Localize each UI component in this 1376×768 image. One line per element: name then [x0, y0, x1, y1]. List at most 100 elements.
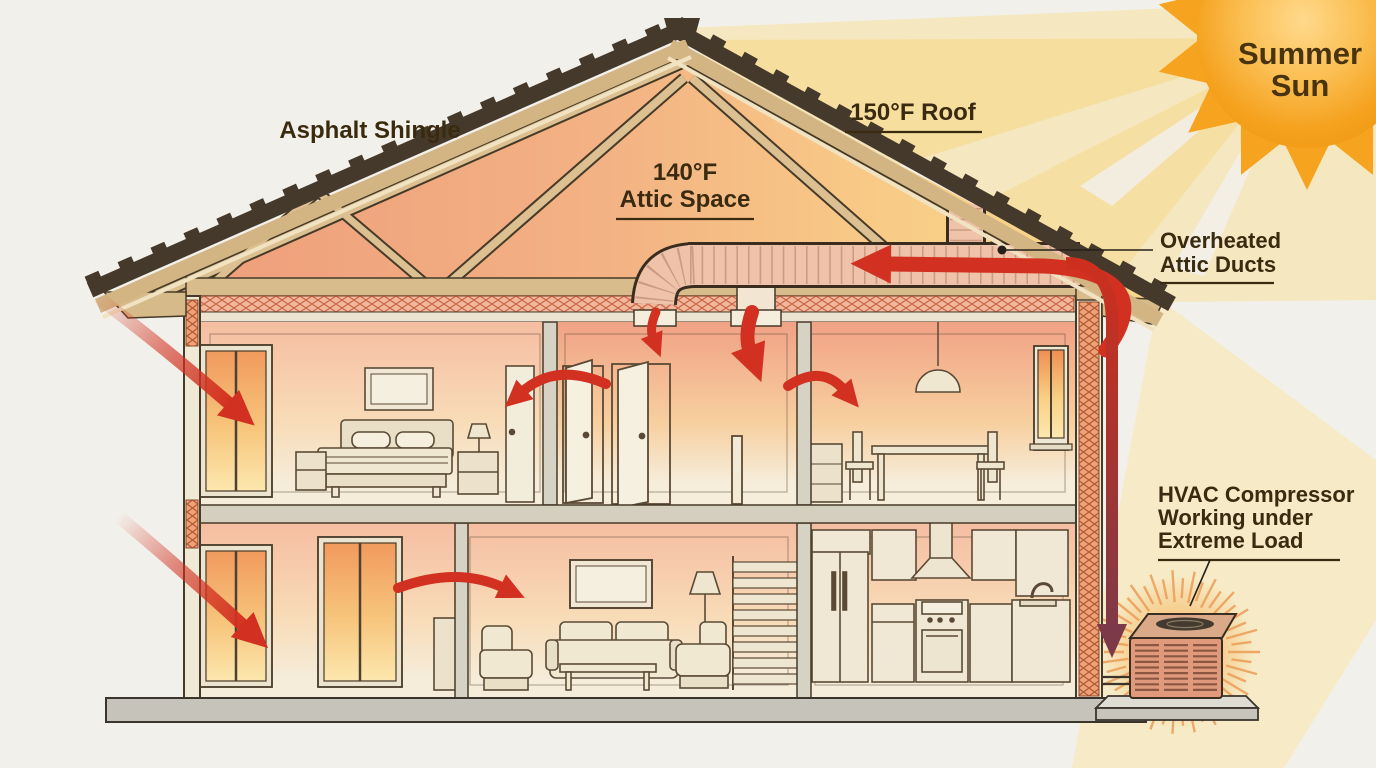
hvac-label-line3: Extreme Load: [1158, 528, 1304, 553]
stair-tread: [732, 593, 801, 605]
fridge-handle: [842, 571, 848, 611]
hvac-label-line2: Working under: [1158, 505, 1313, 530]
attic-temp-label-line1: 140°F: [653, 159, 717, 186]
summer-sun-label-line1: Summer: [1238, 36, 1362, 71]
hvac-compressor: [1093, 613, 1261, 721]
table-leg: [565, 671, 572, 691]
stove-knob: [937, 617, 943, 623]
hvac-ray: [1106, 665, 1127, 674]
faucet: [1030, 582, 1054, 599]
armchair-base: [483, 677, 529, 691]
pad-front: [1095, 707, 1259, 721]
hvac-ray: [1102, 670, 1133, 686]
heat-arrow-to-dining: [783, 370, 859, 408]
living-furniture: [433, 559, 731, 691]
foundation-slab: [105, 697, 1147, 723]
hvac-ray: [1225, 664, 1258, 676]
hvac-leader-line: [1189, 559, 1211, 607]
pendant-lamp: [915, 369, 961, 393]
shingle-layer-right: [672, 22, 1176, 312]
wall-hallway-dining: [796, 321, 812, 506]
table-leg: [877, 453, 885, 501]
ceiling-drywall: [185, 311, 1079, 323]
blanket-lines: [322, 456, 448, 464]
fan-grille: [1156, 617, 1214, 631]
attic-temp-label-line2: Attic Space: [620, 186, 751, 213]
hvac-ray: [1227, 672, 1247, 683]
stair-tread: [732, 641, 801, 653]
wall-living-sunroom: [454, 522, 469, 699]
chair-seat: [845, 461, 874, 470]
kitchen-furniture: [811, 519, 1071, 683]
hvac-ray: [1129, 584, 1151, 612]
door-knob: [582, 431, 590, 439]
heat-arrow-vent-large: [730, 305, 766, 383]
heat-arrow-window-upper: [89, 289, 255, 426]
stair-tread: [732, 609, 801, 621]
hallway-backwall: [564, 333, 788, 493]
dining-window: [1029, 345, 1073, 451]
open-door: [617, 360, 649, 510]
armchair-base: [679, 675, 729, 689]
left-wall-insulation: [185, 299, 199, 347]
chair-seat: [976, 461, 1005, 470]
upper-cabinet: [971, 529, 1017, 581]
hvac-ray: [1231, 658, 1252, 664]
fan-grille-inner: [1166, 619, 1204, 629]
pillow: [351, 431, 391, 449]
summer-sun: Summer Sun: [1158, 0, 1376, 190]
hvac-ray: [1231, 640, 1252, 646]
hvac-ray: [1171, 570, 1176, 603]
attic-space: [150, 52, 1164, 304]
roof-temp-label: 150°F Roof: [850, 99, 977, 126]
stair-tread: [732, 577, 801, 589]
hvac-ray: [1194, 581, 1204, 602]
fridge-handle: [831, 571, 837, 611]
nightstand: [295, 451, 327, 491]
chair-back: [987, 431, 998, 483]
refrigerant-line: [1065, 257, 1127, 658]
sink-basin: [1019, 599, 1057, 607]
wall-bedroom-hallway: [542, 321, 558, 506]
sun-disc: [1197, 0, 1376, 148]
heat-arrow-vent-small: [640, 307, 663, 358]
heat-arrow-to-bedroom: [504, 369, 611, 408]
hvac-ray: [1149, 574, 1163, 606]
table-lamp: [466, 423, 492, 439]
hvac-ray: [1180, 578, 1185, 599]
bedroom-furniture: [295, 365, 535, 503]
house-cross-section: [84, 16, 1261, 723]
right-wall-insulation: [1078, 301, 1100, 697]
fascia-trim-right: [667, 56, 1155, 332]
wall-stub: [731, 435, 743, 505]
hvac-ray: [1187, 571, 1196, 604]
pillow: [395, 431, 435, 449]
ducts-label-line1: Overheated: [1160, 228, 1281, 253]
tv-screen: [575, 565, 647, 603]
stove-panel: [921, 601, 963, 615]
hvac-ray: [1225, 628, 1258, 640]
ridge-cap: [664, 18, 700, 40]
refrigerant-pipe: [1065, 257, 1118, 628]
door-knob: [508, 428, 516, 436]
chair-back: [852, 431, 863, 483]
base-cabinet: [969, 603, 1013, 683]
nightstand: [457, 451, 499, 495]
hvac-ray: [1211, 591, 1235, 617]
bed-base: [325, 473, 447, 488]
heat-flow-arrows: [89, 244, 1132, 649]
hvac-label-line1: HVAC Compressor: [1158, 482, 1355, 507]
corner-upper-cabinet: [1015, 529, 1069, 597]
table-leg: [643, 671, 650, 691]
hvac-ray: [1142, 585, 1155, 605]
sheathing-left: [94, 39, 692, 313]
interior-walls: [454, 321, 812, 699]
summer-sun-label-line2: Sun: [1271, 68, 1330, 103]
left-wall: [183, 295, 201, 701]
armchair-seat: [479, 649, 533, 679]
annotations: Asphalt Shingle 150°F Roof 140°F Attic S…: [279, 99, 1355, 607]
stair-tread: [732, 673, 801, 685]
door-knob: [638, 432, 646, 440]
range-hood: [910, 557, 972, 579]
hvac-ray: [1227, 621, 1247, 632]
